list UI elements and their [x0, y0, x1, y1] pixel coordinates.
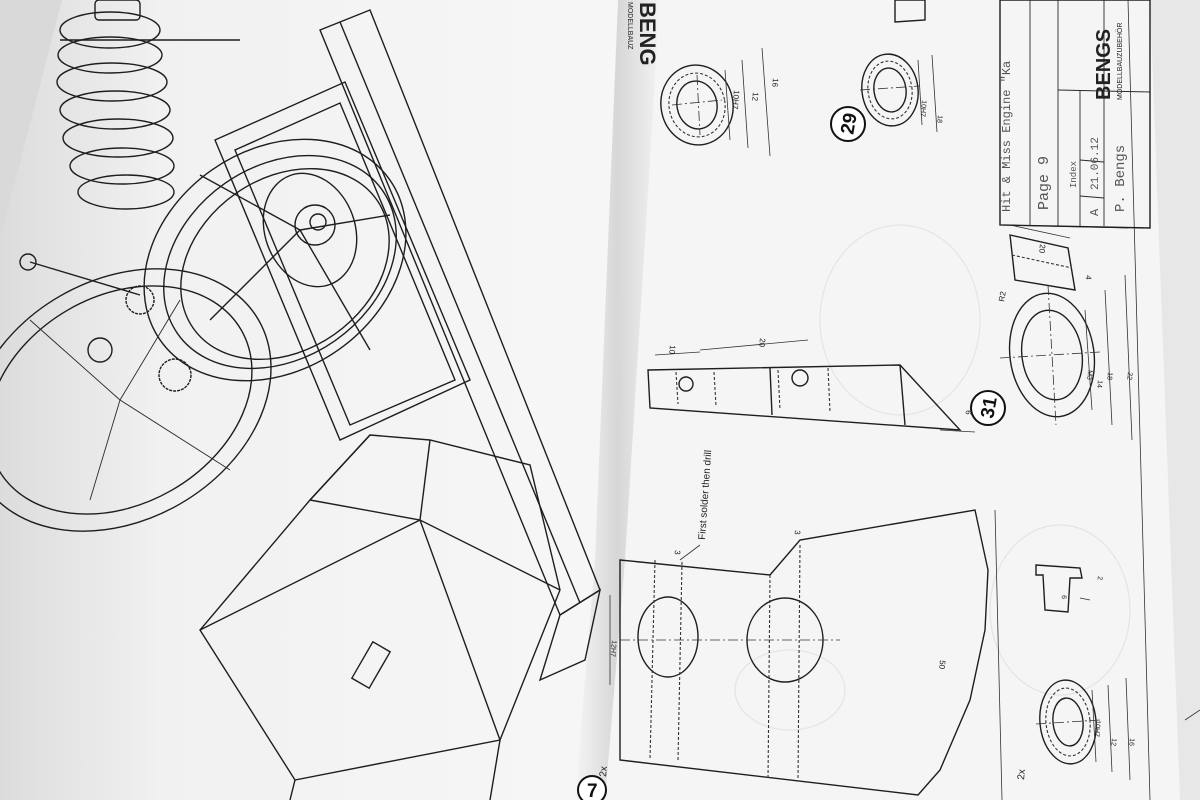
part-7-qty: 2x [598, 766, 610, 777]
main-flywheel [143, 138, 407, 382]
left-page-logo-sub: MODELLBAUZ [626, 2, 633, 50]
title-block: Hit & Miss Engine "Ka Page 9 Index A 21.… [999, 0, 1151, 229]
solder-leader [679, 544, 701, 561]
part-31-number: 31 [977, 395, 1001, 420]
ring-dim-14: 14 [1095, 380, 1103, 388]
title-block-date: 21.06.12 [1090, 137, 1102, 190]
lower-flywheel [0, 268, 272, 532]
title-block-page: Page 9 [1036, 156, 1053, 210]
part-7-badge [577, 775, 607, 800]
fuel-tank-box [199, 434, 561, 800]
page-edge-shadow [1150, 0, 1200, 800]
small-pin-part: 6 2 [1035, 564, 1103, 613]
pin-dim-6: 6 [1060, 595, 1067, 600]
bottom-bushing-dim-bore: 10H7 [1093, 720, 1101, 737]
title-block-index-label: Index [1069, 161, 1079, 188]
bottom-bushing-dim-12: 12 [1109, 738, 1117, 746]
top-bushing-dim-16: 16 [770, 78, 780, 88]
ring-dim-thread: M3 [1085, 370, 1093, 380]
right-page [590, 0, 1200, 800]
top-bushing-dim-bore: 10H7 [730, 90, 741, 110]
strap-dim-6: 6 [964, 410, 973, 416]
pin-dim-2: 2 [1096, 576, 1103, 581]
part-29-bushing: 10H7 18 29 [830, 0, 943, 142]
ring-dim-22: 22 [1125, 372, 1133, 380]
title-block-logo-text: BENGS [1093, 29, 1115, 100]
strap-dim-20: 20 [757, 338, 767, 348]
title-block-author: P. Bengs [1113, 145, 1129, 212]
part-29-number: 29 [837, 111, 861, 135]
timing-gears [19, 253, 192, 392]
bottom-bushing-dim-16: 16 [1127, 738, 1135, 746]
part-29-badge [830, 106, 866, 142]
bracket-dim-3a: 3 [673, 550, 682, 556]
ghost-show-through [734, 224, 1131, 731]
title-block-title: Hit & Miss Engine "Ka [1000, 61, 1014, 212]
rect-dim-4: 4 [1084, 275, 1093, 281]
bushing-29-dim-18: 18 [935, 115, 943, 123]
title-block-logo: BENGS MODELLBAUZUBEHÖR [1093, 23, 1124, 100]
strap-dim-10: 10 [667, 345, 677, 355]
title-block-logo-sub: MODELLBAUZUBEHÖR [1116, 23, 1124, 100]
bottom-bushing-part: 10H7 12 16 2x [1016, 677, 1135, 780]
rect-dim-20: 20 [1037, 244, 1047, 254]
bracket-part-7: 12H7 3 3 50 7 2x [577, 509, 1003, 800]
bushing-29-dim-bore: 10H7 [919, 100, 927, 117]
left-page [0, 0, 640, 800]
bottom-bushing-qty: 2x [1016, 769, 1028, 780]
bracket-dim-50: 50 [937, 660, 947, 670]
part-31-badge [970, 390, 1006, 426]
bracket-dim-fit: 12H7 [609, 640, 617, 657]
part-31-ring: R2 M3 14 18 22 31 [970, 274, 1133, 441]
bracket-dim-3b: 3 [793, 530, 802, 536]
rect-part: 20 4 [1009, 224, 1093, 291]
ring-dim-radius: R2 [997, 290, 1008, 302]
engine-isometric-drawing [0, 0, 602, 800]
title-block-revision: A [1088, 208, 1102, 216]
part-7-number: 7 [587, 781, 598, 800]
cylinder-fins [56, 0, 240, 210]
left-page-logo: BENG MODELLBAUZ [626, 2, 660, 66]
top-bushing-dim-12: 12 [750, 92, 760, 102]
book-spine-shadow [575, 0, 660, 800]
ring-dim-18: 18 [1105, 372, 1113, 380]
top-bushing-part: 10H7 12 16 [660, 47, 780, 157]
left-page-logo-text: BENG [635, 2, 660, 66]
strap-part: 10 20 6 [647, 338, 976, 433]
